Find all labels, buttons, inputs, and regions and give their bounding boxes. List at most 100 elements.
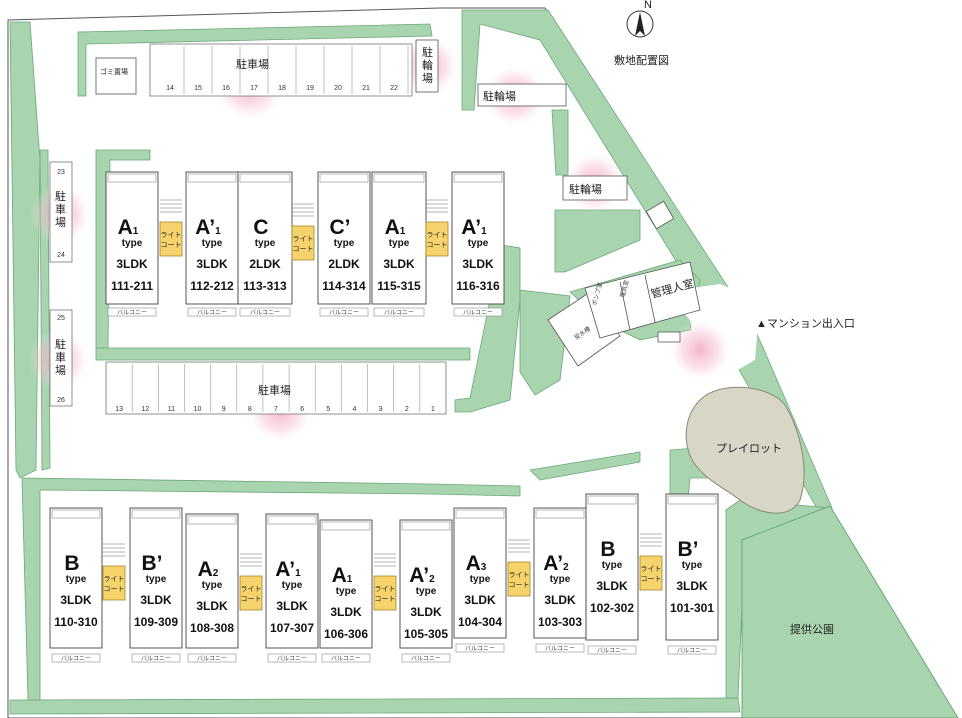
parking-space-number: 22 [390, 85, 398, 92]
unit-plan: 2LDK [249, 257, 281, 271]
parking-space-number: 23 [57, 169, 65, 176]
light-court-label: コート [641, 575, 662, 583]
unit-type-letter: A1 [385, 216, 406, 239]
light-court-label: ライト [427, 231, 448, 239]
unit-type-word: type [282, 580, 303, 591]
unit-type-word: type [66, 574, 87, 585]
parking-space-number: 6 [300, 406, 304, 413]
unit-type-letter: B’ [678, 538, 699, 561]
balcony-label: バルコニー [329, 310, 359, 317]
unit-plan: 3LDK [676, 579, 708, 593]
light-court-label: ライト [241, 585, 262, 593]
unit-type-letter: B [600, 538, 615, 561]
lower-building: Btype3LDK110-310バルコニーB’type3LDK109-309バル… [49, 493, 719, 663]
garbage-label: ゴミ置場 [100, 67, 128, 76]
unit-numbers: 101-301 [670, 601, 714, 615]
unit-plan: 3LDK [544, 593, 576, 607]
light-court-label: ライト [104, 575, 125, 583]
parking-space-number: 2 [405, 406, 409, 413]
unit-numbers: 104-304 [458, 615, 502, 629]
balcony-label: バルコニー [277, 656, 307, 663]
parking-space-number: 17 [250, 85, 258, 92]
parking-space-number: 19 [306, 85, 314, 92]
bike-label-2: 駐輪場 [483, 89, 516, 103]
unit-type-word: type [122, 238, 143, 249]
unit-numbers: 113-313 [243, 279, 287, 293]
light-court-label: コート [241, 595, 262, 603]
unit-plan: 3LDK [140, 593, 172, 607]
parking-space-number: 20 [334, 85, 342, 92]
unit-numbers: 114-314 [322, 279, 366, 293]
parking-space-number: 1 [431, 406, 435, 413]
parking-space-number: 3 [379, 406, 383, 413]
balcony-label: バルコニー [465, 646, 495, 653]
parking-space-number: 25 [57, 315, 65, 322]
unit-type-word: type [255, 238, 276, 249]
parking-left-label-b: 駐車場 [55, 337, 66, 377]
unit-numbers: 111-211 [111, 279, 153, 293]
light-court-label: ライト [293, 235, 314, 243]
unit-type-word: type [682, 560, 703, 571]
unit-numbers: 112-212 [190, 279, 234, 293]
parking-left-label-a: 駐車場 [55, 189, 66, 229]
parking-space-number: 5 [326, 406, 330, 413]
parking-space-number: 9 [222, 406, 226, 413]
balcony-label: バルコニー [61, 656, 91, 663]
light-court-label: ライト [641, 565, 662, 573]
light-courts: ライトコートライトコートライトコートライトコートライトコートライトコートライトコ… [102, 199, 663, 611]
light-court-label: ライト [161, 231, 182, 239]
parking-space-number: 15 [194, 85, 202, 92]
balcony-label: バルコニー [250, 310, 280, 317]
unit-plan: 3LDK [276, 599, 308, 613]
unit-type-letter: A1 [332, 564, 353, 587]
unit-type-letter: A’2 [543, 552, 569, 575]
balcony-label: バルコニー [597, 648, 627, 655]
unit-type-letter: A3 [466, 552, 487, 575]
unit-numbers: 109-309 [134, 615, 178, 629]
unit-numbers: 106-306 [324, 627, 368, 641]
unit-type-word: type [389, 238, 410, 249]
unit-type-word: type [470, 574, 491, 585]
unit-numbers: 102-302 [590, 601, 634, 615]
unit-plan: 3LDK [464, 593, 496, 607]
unit-type-letter: B [64, 552, 79, 575]
garbage-area [95, 57, 137, 95]
parking-space-number: 13 [115, 406, 123, 413]
balcony-label: バルコニー [545, 646, 575, 653]
parking-space-number: 8 [248, 406, 252, 413]
balcony-label: バルコニー [141, 656, 171, 663]
unit-plan: 3LDK [330, 605, 362, 619]
unit-plan: 3LDK [116, 257, 148, 271]
unit-type-word: type [334, 238, 355, 249]
unit-type-letter: A’1 [461, 216, 487, 239]
parking-space-number: 21 [362, 85, 370, 92]
balcony-label: バルコニー [463, 310, 493, 317]
unit-plan: 3LDK [383, 257, 415, 271]
unit-plan: 3LDK [462, 257, 494, 271]
light-court-label: ライト [375, 585, 396, 593]
